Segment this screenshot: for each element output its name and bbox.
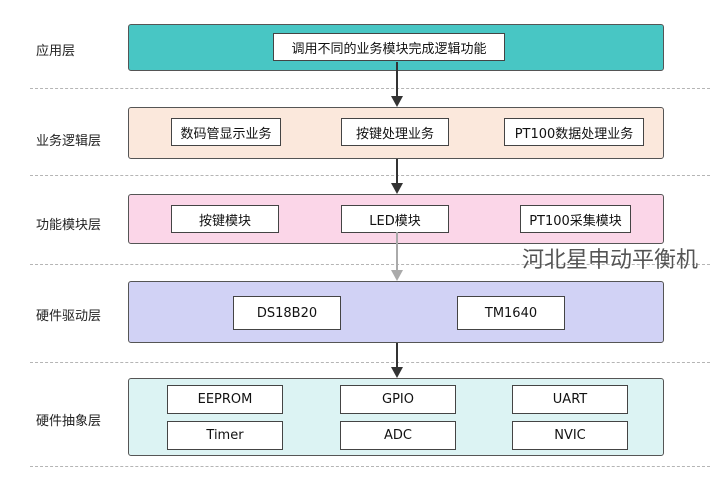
layer-band-hardware-abstraction: EEPROM GPIO UART Timer ADC NVIC (128, 378, 664, 456)
watermark-text: 河北星申动平衡机 (522, 248, 699, 273)
layer-label-application: 应用层 (36, 44, 76, 59)
arrow-down-icon (391, 96, 403, 107)
separator-line (30, 88, 710, 89)
separator-line (30, 362, 710, 363)
box-key-handling-service: 按键处理业务 (341, 118, 449, 146)
layer-label-hardware-abstraction: 硬件抽象层 (36, 414, 102, 429)
box-timer: Timer (167, 421, 283, 450)
box-led-module: LED模块 (341, 205, 449, 233)
box-adc: ADC (340, 421, 456, 450)
box-digit-display-service: 数码管显示业务 (171, 118, 281, 146)
box-pt100-data-service: PT100数据处理业务 (504, 118, 644, 146)
layer-label-function-module: 功能模块层 (36, 218, 102, 233)
box-nvic: NVIC (512, 421, 628, 450)
box-pt100-acquisition-module: PT100采集模块 (520, 205, 631, 233)
connector-line (396, 159, 398, 183)
arrow-down-icon (391, 367, 403, 378)
separator-line (30, 264, 710, 265)
layer-label-hardware-driver: 硬件驱动层 (36, 309, 102, 324)
connector-line (396, 232, 398, 270)
box-ds18b20: DS18B20 (233, 296, 341, 330)
box-key-module: 按键模块 (171, 205, 279, 233)
layer-label-business-logic: 业务逻辑层 (36, 134, 102, 149)
box-gpio: GPIO (340, 385, 456, 414)
separator-line (30, 466, 710, 467)
box-tm1640: TM1640 (457, 296, 565, 330)
layer-band-business-logic: 数码管显示业务 按键处理业务 PT100数据处理业务 (128, 107, 664, 159)
layer-band-hardware-driver: DS18B20 TM1640 (128, 281, 664, 343)
arrow-down-icon (391, 183, 403, 194)
box-app-logic: 调用不同的业务模块完成逻辑功能 (273, 33, 505, 61)
connector-line (396, 343, 398, 367)
separator-line (30, 175, 710, 176)
arrow-down-icon (391, 270, 403, 281)
box-eeprom: EEPROM (167, 385, 283, 414)
connector-line (396, 62, 398, 96)
box-uart: UART (512, 385, 628, 414)
